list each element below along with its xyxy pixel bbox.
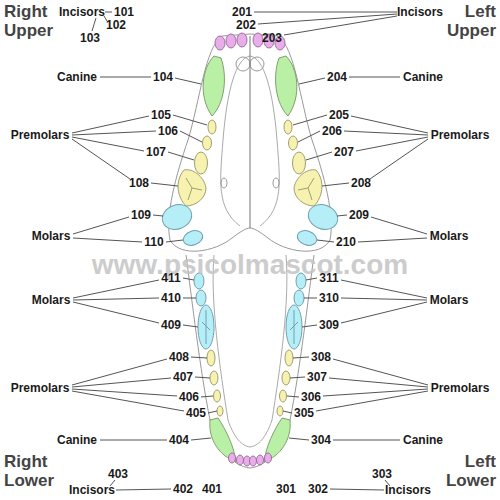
tooth-number: 303 xyxy=(372,467,392,481)
tooth-group-label: Canine xyxy=(57,70,97,84)
tooth-number: 106 xyxy=(158,124,178,138)
tooth-number: 103 xyxy=(80,31,100,45)
upper-jaw-left xyxy=(159,33,250,251)
tooth-group-label: Molars xyxy=(430,293,469,307)
tooth-number: 210 xyxy=(336,235,356,249)
tooth-number: 301 xyxy=(276,482,296,496)
tooth-group-label: Incisors xyxy=(397,5,443,19)
tooth-number: 403 xyxy=(108,467,128,481)
tooth-number: 402 xyxy=(173,482,193,496)
tooth-group-label: Molars xyxy=(430,229,469,243)
tooth-number: 411 xyxy=(161,271,180,285)
tooth-number: 110 xyxy=(144,235,163,249)
tooth-number: 308 xyxy=(311,350,331,364)
leader-line xyxy=(330,480,390,490)
tooth-number: 201 xyxy=(232,5,252,19)
tooth-number: 306 xyxy=(301,390,321,404)
tooth-number: 401 xyxy=(202,482,222,496)
tooth-number: 410 xyxy=(161,291,181,305)
tooth-number: 101 xyxy=(114,5,134,19)
tooth-group-label: Incisors xyxy=(69,483,115,497)
tooth-number: 407 xyxy=(173,370,193,384)
tooth-number: 309 xyxy=(319,318,339,332)
tooth-group-label: Premolars xyxy=(431,381,490,395)
tooth-number: 204 xyxy=(327,70,347,84)
tooth-group-label: Premolars xyxy=(11,128,70,142)
tooth-group-label: Molars xyxy=(32,229,71,243)
tooth-number: 107 xyxy=(146,145,166,159)
watermark: www.psicolmascot.com xyxy=(92,250,408,280)
tooth-number: 203 xyxy=(262,31,282,45)
tooth-group-label: Premolars xyxy=(11,381,70,395)
tooth-number: 406 xyxy=(179,390,199,404)
tooth-number: 310 xyxy=(319,291,339,305)
midline xyxy=(250,36,251,228)
tooth-number: 409 xyxy=(161,318,181,332)
lower-jaw-left xyxy=(186,255,251,468)
tooth-number: 205 xyxy=(329,108,349,122)
tooth-group-label: Incisors xyxy=(385,483,431,497)
tooth-number: 408 xyxy=(169,350,189,364)
tooth-group-label: Premolars xyxy=(431,128,490,142)
tooth-number: 311 xyxy=(319,271,338,285)
tooth-number: 105 xyxy=(151,108,171,122)
quadrant-label: Right Upper xyxy=(4,2,68,40)
tooth-number: 104 xyxy=(153,70,173,84)
tooth-group-label: Canine xyxy=(57,433,97,447)
tooth-number: 207 xyxy=(334,145,354,159)
tooth-number: 209 xyxy=(349,208,369,222)
quadrant-label: Left Lower xyxy=(432,452,496,490)
tooth-number: 405 xyxy=(186,406,206,420)
tooth-group-label: Canine xyxy=(403,70,443,84)
tooth-number: 202 xyxy=(236,18,256,32)
leader-line xyxy=(110,480,171,490)
tooth-number: 305 xyxy=(294,406,314,420)
tooth-number: 109 xyxy=(131,208,151,222)
tooth-number: 404 xyxy=(169,433,189,447)
tooth-group-label: Incisors xyxy=(59,5,105,19)
tooth-number: 102 xyxy=(106,18,126,32)
tooth-group-label: Canine xyxy=(403,433,443,447)
tooth-number: 108 xyxy=(129,176,149,190)
tooth-number: 302 xyxy=(308,482,328,496)
quadrant-label: Left Upper xyxy=(432,2,496,40)
upper-jaw-right xyxy=(250,33,341,251)
tooth-number: 307 xyxy=(307,370,327,384)
lower-jaw-right xyxy=(250,255,315,468)
quadrant-label: Right Lower xyxy=(4,452,68,490)
tooth-number: 208 xyxy=(351,176,371,190)
tooth-number: 206 xyxy=(322,124,342,138)
tooth-number: 304 xyxy=(311,433,331,447)
tooth-group-label: Molars xyxy=(32,293,71,307)
